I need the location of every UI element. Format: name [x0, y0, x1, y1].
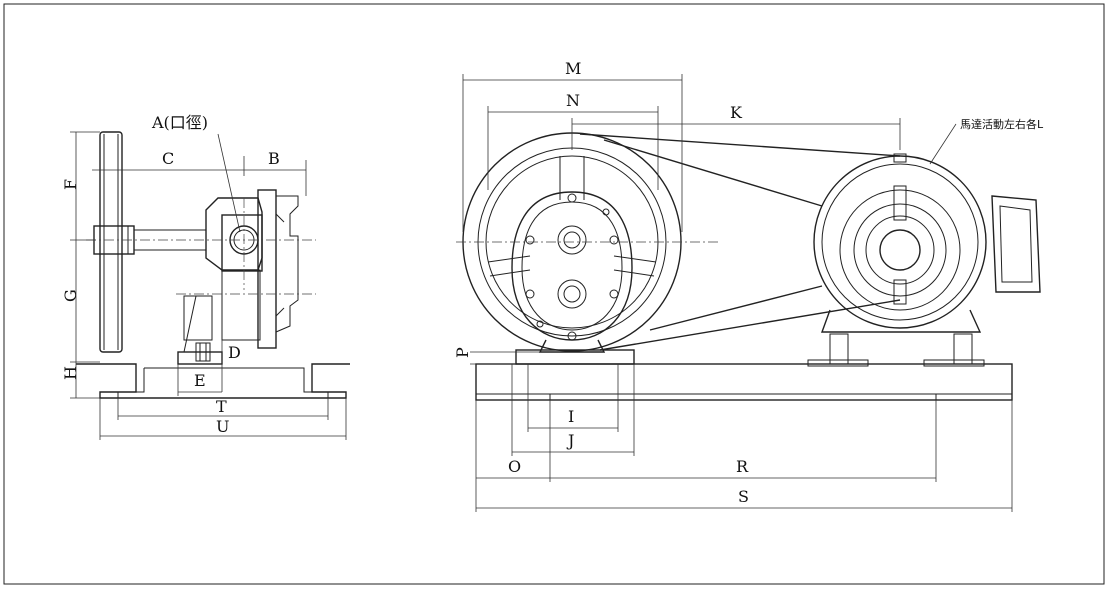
label-r: R [736, 457, 749, 476]
side-view-dimensions [70, 131, 347, 440]
label-i: I [568, 407, 574, 426]
label-k: K [730, 103, 743, 122]
motor-adjustment-note: 馬達活動左右各L [960, 117, 1044, 131]
label-d: D [228, 343, 241, 362]
side-view [76, 131, 350, 399]
label-a-port-diameter: A(口徑) [151, 113, 208, 132]
label-e: E [194, 371, 206, 390]
label-c: C [162, 149, 174, 168]
label-u: U [216, 417, 229, 436]
front-view-dimensions [462, 74, 1013, 512]
label-t: T [216, 397, 227, 416]
label-b: B [268, 149, 280, 168]
label-p: P [453, 347, 472, 358]
label-n: N [566, 91, 580, 110]
label-f: F [61, 179, 80, 190]
label-o: O [508, 457, 521, 476]
label-j: J [566, 431, 574, 450]
drawing-frame [3, 3, 1105, 585]
front-view [456, 132, 1041, 401]
label-h: H [61, 366, 80, 380]
label-g: G [61, 289, 80, 302]
label-m: M [565, 59, 581, 78]
label-s: S [738, 487, 749, 506]
